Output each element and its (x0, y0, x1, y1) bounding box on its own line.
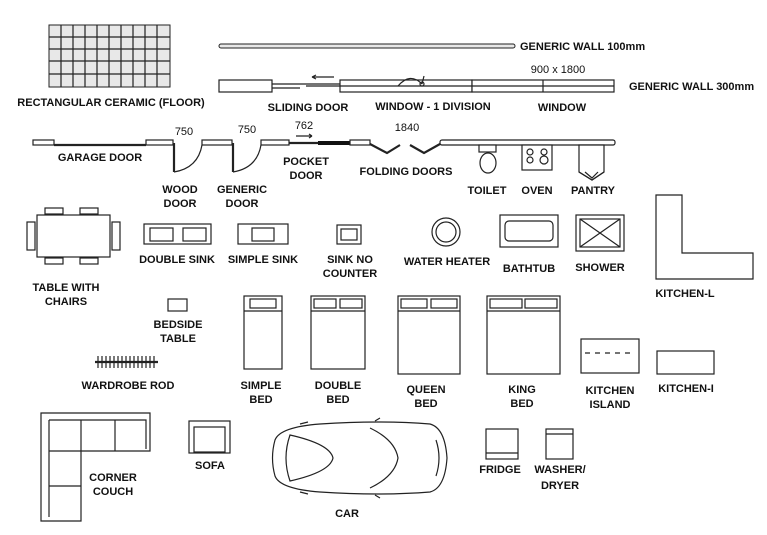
label-pocket1: POCKET (283, 156, 329, 168)
label-simplesink: SIMPLE SINK (228, 254, 298, 266)
label-wardrobe: WARDROBE ROD (82, 380, 175, 392)
label-doublesink: DOUBLE SINK (139, 254, 215, 266)
simple-sink (237, 223, 289, 245)
kitchen-i (656, 350, 715, 375)
label-pocket2: DOOR (290, 170, 323, 182)
dim-folding: 1840 (395, 122, 419, 134)
label-sbed2: BED (249, 394, 272, 406)
label-sbed1: SIMPLE (241, 380, 282, 392)
dim-wood: 750 (175, 126, 193, 138)
label-island2: ISLAND (590, 399, 631, 411)
label-washer1: WASHER/ (534, 464, 585, 476)
label-wall300: GENERIC WALL 300mm (629, 81, 754, 93)
dim-window: 900 x 1800 (531, 64, 585, 76)
label-kbed2: BED (510, 398, 533, 410)
label-generic2: DOOR (226, 198, 259, 210)
label-fridge: FRIDGE (479, 464, 521, 476)
door-row (32, 133, 616, 173)
pantry-symbol (578, 144, 605, 181)
label-sinknc1: SINK NO (327, 254, 373, 266)
fridge (485, 428, 519, 460)
label-kbed1: KING (508, 384, 536, 396)
label-dbed2: BED (326, 394, 349, 406)
dim-pocket: 762 (295, 120, 313, 132)
ceramic-floor-tile (48, 24, 171, 88)
kitchen-l (655, 194, 754, 280)
simple-bed (243, 295, 283, 370)
label-shower: SHOWER (575, 262, 625, 274)
double-bed (310, 295, 366, 370)
bathtub (499, 214, 559, 248)
king-bed (486, 295, 561, 375)
water-heater (431, 217, 461, 247)
label-kitchenl: KITCHEN-L (655, 288, 715, 300)
label-toilet: TOILET (468, 185, 507, 197)
car (271, 417, 448, 499)
label-sofa: SOFA (195, 460, 225, 472)
label-bedside2: TABLE (160, 333, 196, 345)
label-car: CAR (335, 508, 359, 520)
label-folding: FOLDING DOORS (360, 166, 453, 178)
label-island1: KITCHEN (586, 385, 635, 397)
label-dbed1: DOUBLE (315, 380, 361, 392)
table-with-chairs (26, 207, 121, 265)
shower (575, 214, 625, 252)
label-couch2: COUCH (93, 486, 133, 498)
toilet-symbol (478, 144, 497, 174)
label-washer2: DRYER (541, 480, 579, 492)
label-qbed1: QUEEN (406, 384, 445, 396)
bedside-table (167, 298, 188, 312)
wall-300mm (218, 74, 615, 93)
label-generic1: GENERIC (217, 184, 267, 196)
label-couch1: CORNER (89, 472, 137, 484)
corner-couch (40, 412, 151, 522)
washer-dryer (545, 428, 574, 460)
label-oven: OVEN (521, 185, 552, 197)
wall-100mm (218, 43, 516, 49)
label-bedside1: BEDSIDE (154, 319, 203, 331)
sink-no-counter (336, 224, 362, 245)
label-table2: CHAIRS (45, 296, 87, 308)
oven-symbol (521, 144, 553, 171)
label-table1: TABLE WITH (32, 282, 99, 294)
label-bathtub: BATHTUB (503, 263, 555, 275)
wardrobe-rod (95, 356, 158, 368)
label-heater: WATER HEATER (404, 256, 490, 268)
label-kitcheni: KITCHEN-I (658, 383, 714, 395)
dim-generic: 750 (238, 124, 256, 136)
label-qbed2: BED (414, 398, 437, 410)
label-ceramic: RECTANGULAR CERAMIC (FLOOR) (17, 97, 205, 109)
label-wood1: WOOD (162, 184, 197, 196)
label-garage: GARAGE DOOR (58, 152, 142, 164)
label-wood2: DOOR (164, 198, 197, 210)
label-window: WINDOW (538, 102, 587, 114)
label-sinknc2: COUNTER (323, 268, 377, 280)
queen-bed (397, 295, 461, 375)
label-wall100: GENERIC WALL 100mm (520, 41, 645, 53)
double-sink (143, 223, 212, 245)
label-sliding: SLIDING DOOR (268, 102, 349, 114)
label-pantry: PANTRY (571, 185, 616, 197)
kitchen-island (580, 338, 640, 374)
sofa (188, 420, 231, 454)
label-window1: WINDOW - 1 DIVISION (375, 101, 491, 113)
